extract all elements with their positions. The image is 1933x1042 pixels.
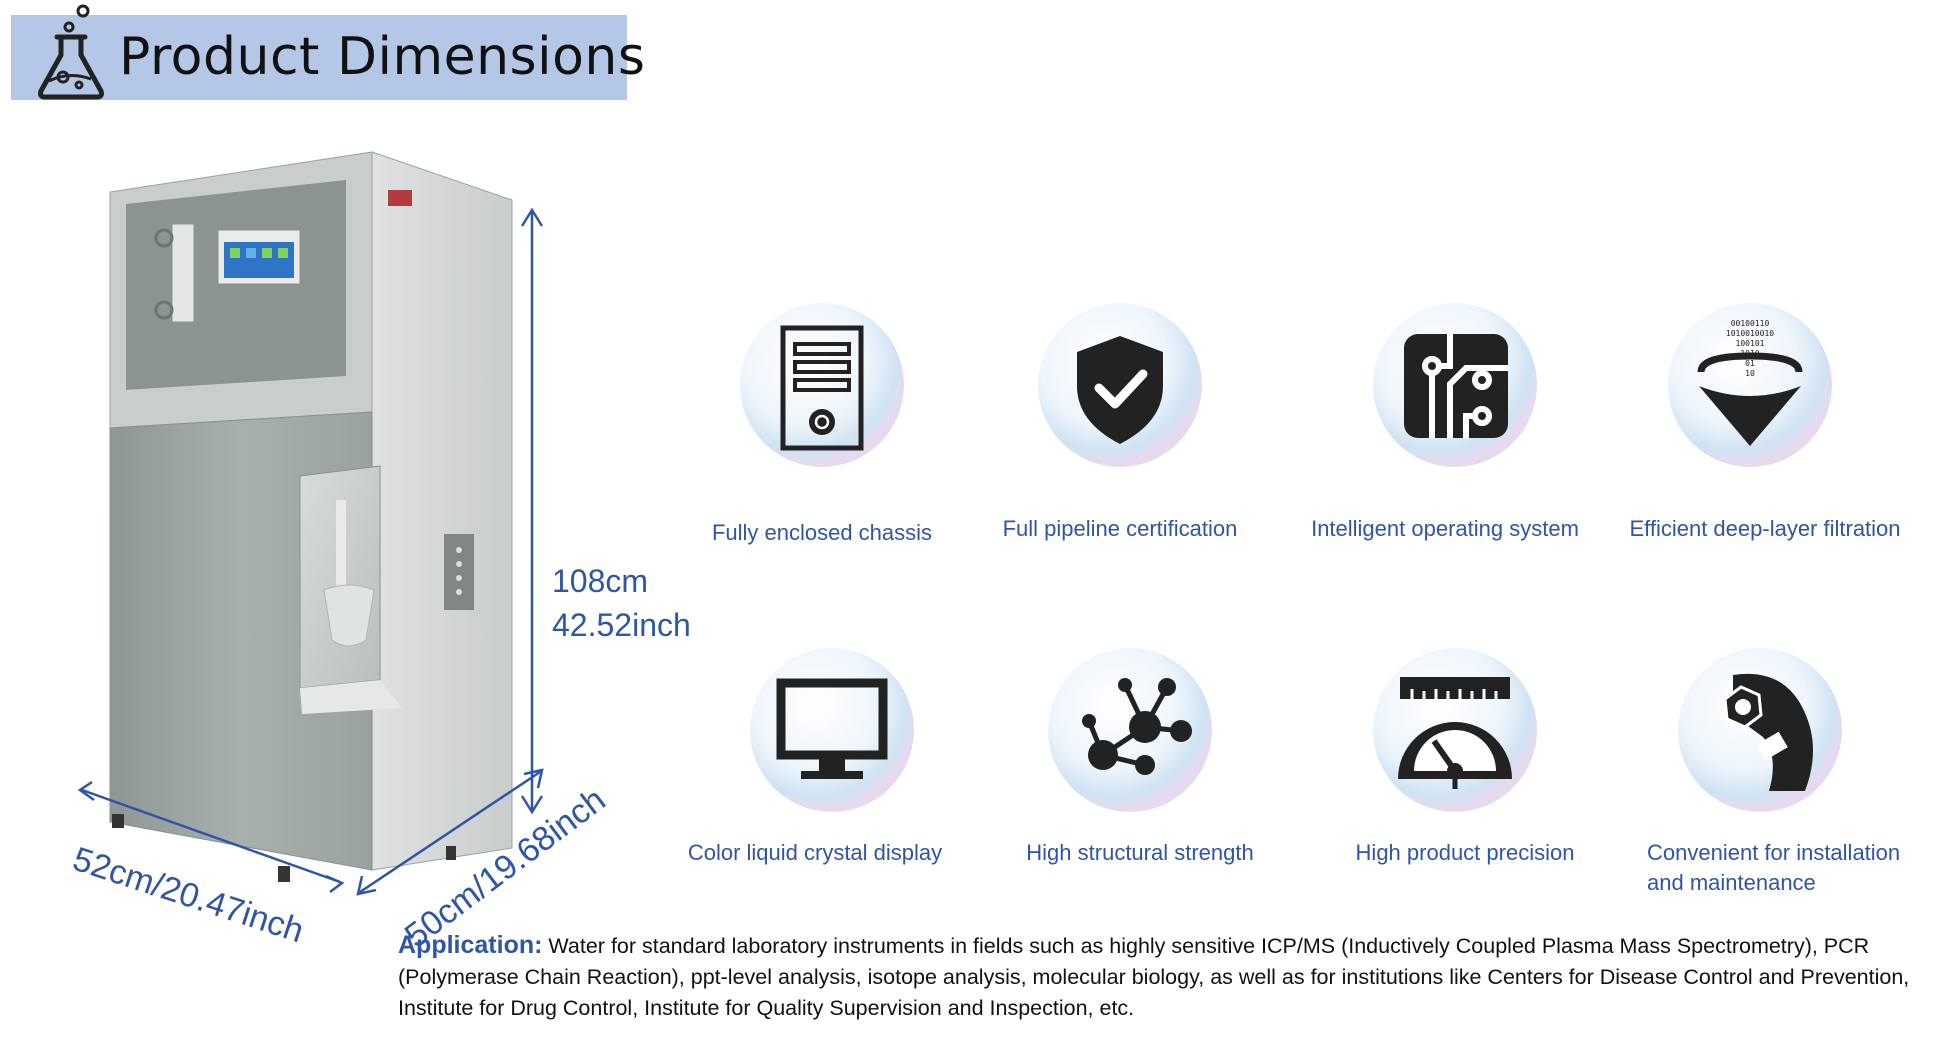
molecule-icon bbox=[1048, 648, 1212, 812]
flask-icon bbox=[38, 4, 104, 100]
svg-text:10: 10 bbox=[1745, 369, 1755, 378]
application-paragraph: Application: Water for standard laborato… bbox=[398, 930, 1928, 1024]
feature-high-product-precision: High product precision bbox=[1325, 645, 1605, 905]
application-text: Water for standard laboratory instrument… bbox=[398, 934, 1910, 1020]
shield-check-icon bbox=[1038, 303, 1202, 467]
feature-fully-enclosed-chassis: Fully enclosed chassis bbox=[682, 300, 962, 560]
feature-label: Convenient for installation and maintena… bbox=[1647, 840, 1901, 895]
feature-label: Fully enclosed chassis bbox=[711, 520, 933, 545]
feature-color-liquid-crystal-display: Color liquid crystal display bbox=[675, 645, 955, 905]
feature-label: Intelligent operating system bbox=[1311, 516, 1579, 541]
feature-full-pipeline-certification: Full pipeline certification bbox=[980, 300, 1260, 560]
feature-convenient-installation-maintenance: Convenient for installation and maintena… bbox=[1640, 645, 1920, 905]
title-banner: Product Dimensions bbox=[11, 4, 645, 100]
page-title: Product Dimensions bbox=[119, 27, 646, 87]
circuit-icon bbox=[1373, 303, 1537, 467]
svg-text:1010010010: 1010010010 bbox=[1726, 329, 1774, 338]
feature-label: High product precision bbox=[1355, 840, 1575, 865]
feature-efficient-deep-layer-filtration: 00100110 1010010010 100101 1010 01 10 Ef… bbox=[1625, 300, 1905, 560]
filter-funnel-icon: 00100110 1010010010 100101 1010 01 10 bbox=[1668, 303, 1832, 467]
water-purifier-illustration bbox=[77, 151, 544, 896]
feature-label: Full pipeline certification bbox=[1002, 516, 1238, 541]
wrench-icon bbox=[1678, 648, 1842, 812]
feature-label: High structural strength bbox=[1026, 840, 1254, 865]
height-cm-label: 108cm bbox=[552, 563, 649, 599]
protractor-icon bbox=[1373, 648, 1537, 812]
feature-intelligent-operating-system: Intelligent operating system bbox=[1305, 300, 1585, 560]
monitor-icon bbox=[750, 648, 914, 812]
height-inch-label: 42.52inch bbox=[552, 607, 691, 643]
computer-case-icon bbox=[740, 303, 904, 467]
application-key: Application: bbox=[398, 931, 543, 959]
svg-text:100101: 100101 bbox=[1736, 339, 1765, 348]
feature-label: Efficient deep-layer filtration bbox=[1629, 516, 1901, 541]
feature-label: Color liquid crystal display bbox=[687, 840, 943, 865]
svg-text:01: 01 bbox=[1745, 359, 1755, 368]
svg-text:00100110: 00100110 bbox=[1731, 319, 1770, 328]
feature-high-structural-strength: High structural strength bbox=[1000, 645, 1280, 905]
